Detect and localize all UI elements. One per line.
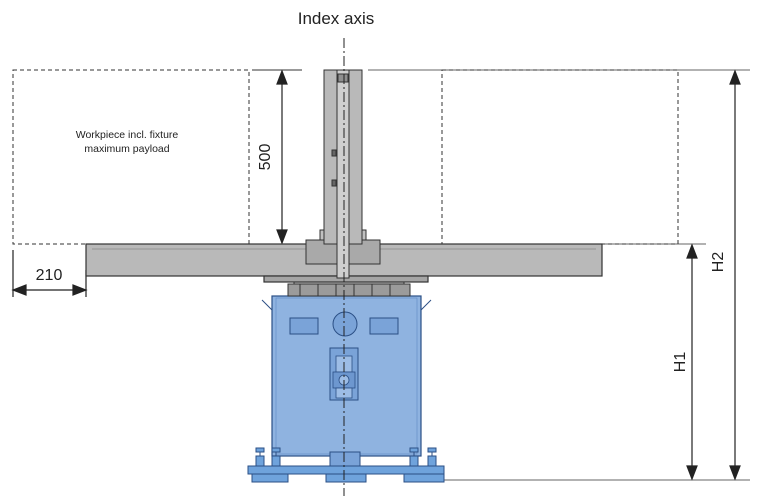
- workpiece-envelope-right: [441, 69, 679, 245]
- dimension-500: [276, 69, 288, 245]
- center-column: [323, 69, 363, 279]
- positioner-frame: [261, 295, 432, 467]
- dimension-210-label: 210: [36, 267, 63, 284]
- positioner-base: [247, 447, 445, 483]
- workpiece-envelope-left: [12, 69, 250, 245]
- dimension-h2-label: H2: [710, 252, 727, 273]
- workpiece-label-line2: maximum payload: [84, 143, 169, 155]
- dimension-500-label: 500: [257, 144, 274, 171]
- dimension-h2: [729, 69, 741, 481]
- workpiece-label-line1: Workpiece incl. fixture: [76, 129, 179, 141]
- dimension-h1: [686, 243, 698, 481]
- index-axis-label: Index axis: [298, 9, 375, 28]
- dimension-h1-label: H1: [672, 352, 689, 373]
